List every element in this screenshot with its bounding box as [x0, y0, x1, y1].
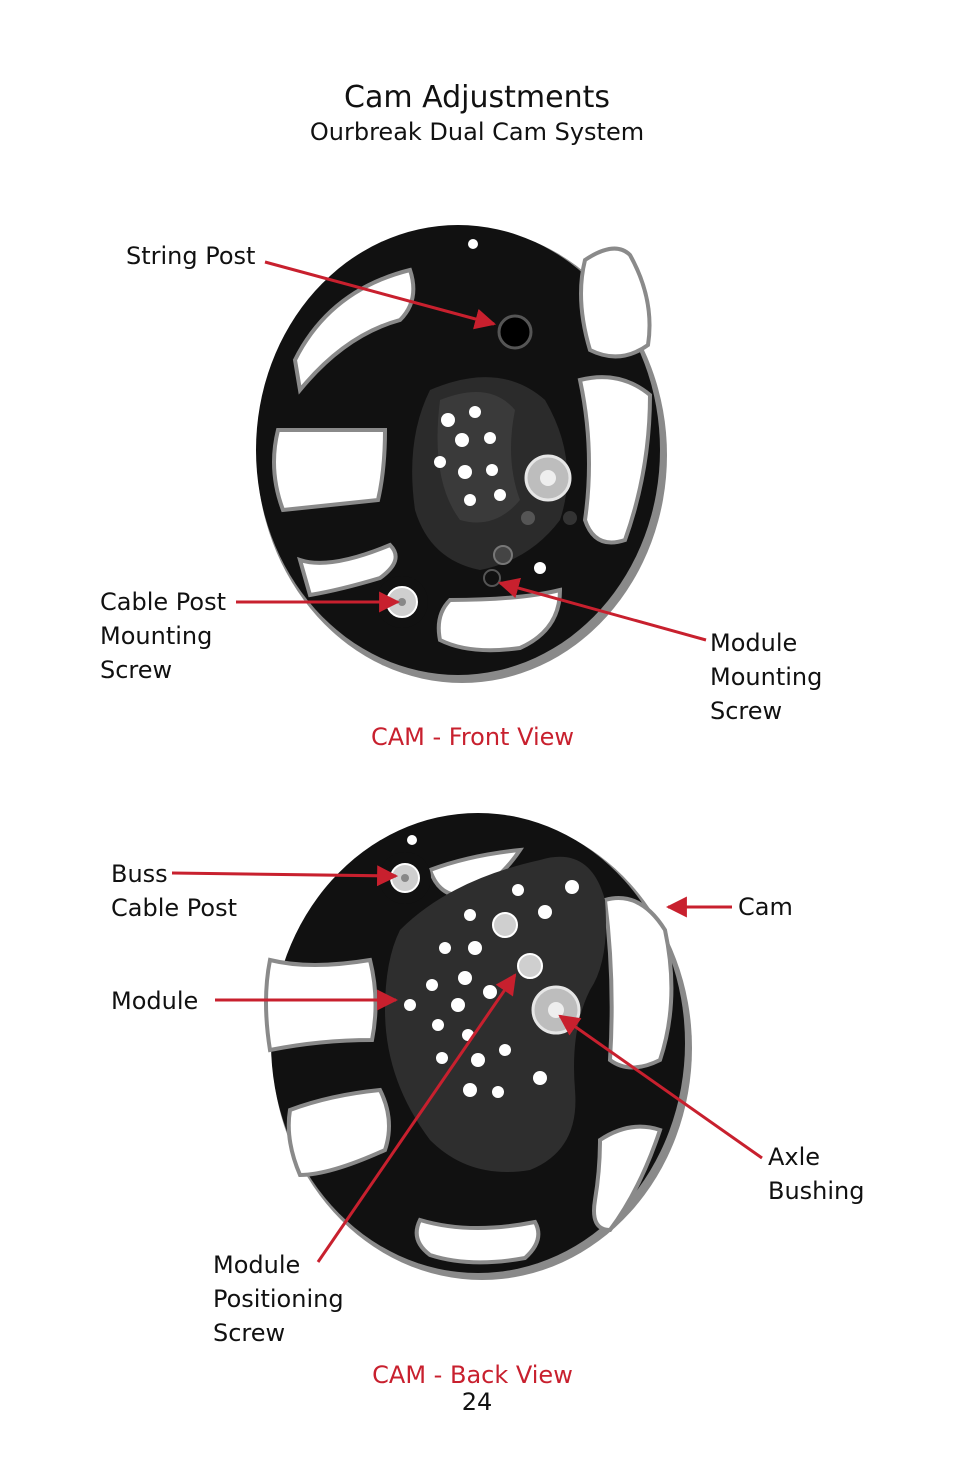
label-line: Module	[710, 629, 798, 657]
caption-front-view: CAM - Front View	[370, 723, 575, 751]
label-line: Screw	[100, 656, 173, 684]
label-cable-post-mounting-screw: Cable Post Mounting Screw	[100, 585, 226, 687]
label-line: Buss	[111, 860, 168, 888]
label-module-mounting-screw: Module Mounting Screw	[710, 626, 822, 728]
page-number: 24	[461, 1388, 493, 1416]
arrow-module-positioning	[316, 973, 517, 1263]
page-title: Cam Adjustments	[344, 80, 610, 115]
page-subtitle: Ourbreak Dual Cam System	[309, 118, 645, 146]
caption-back-view: CAM - Back View	[372, 1361, 573, 1389]
arrow-axle-bushing	[558, 1014, 763, 1160]
label-module: Module	[111, 987, 199, 1015]
label-line: Module	[213, 1251, 301, 1279]
back-arrows	[171, 865, 763, 1263]
label-string-post: String Post	[126, 242, 256, 270]
cam-back-drawing	[264, 813, 692, 1280]
arrow-buss-cable-post	[171, 865, 399, 887]
arrow-string-post	[264, 260, 497, 330]
label-module-positioning-screw: Module Positioning Screw	[213, 1248, 344, 1350]
label-line: Cable Post	[100, 588, 226, 616]
label-cam: Cam	[738, 893, 793, 921]
arrow-module-mounting	[497, 577, 707, 642]
label-line: Positioning	[213, 1285, 344, 1313]
label-line: Axle	[768, 1143, 821, 1171]
label-axle-bushing: Axle Bushing	[768, 1140, 865, 1208]
label-line: Bushing	[768, 1177, 865, 1205]
cam-front-drawing	[256, 225, 667, 683]
label-line: Mounting	[710, 663, 823, 691]
label-buss-cable-post: Buss Cable Post	[111, 857, 237, 925]
label-line: Cable Post	[111, 894, 237, 922]
label-line: Mounting	[100, 622, 213, 650]
label-line: Screw	[710, 697, 783, 725]
front-arrows	[236, 260, 707, 642]
label-line: Screw	[213, 1319, 286, 1347]
